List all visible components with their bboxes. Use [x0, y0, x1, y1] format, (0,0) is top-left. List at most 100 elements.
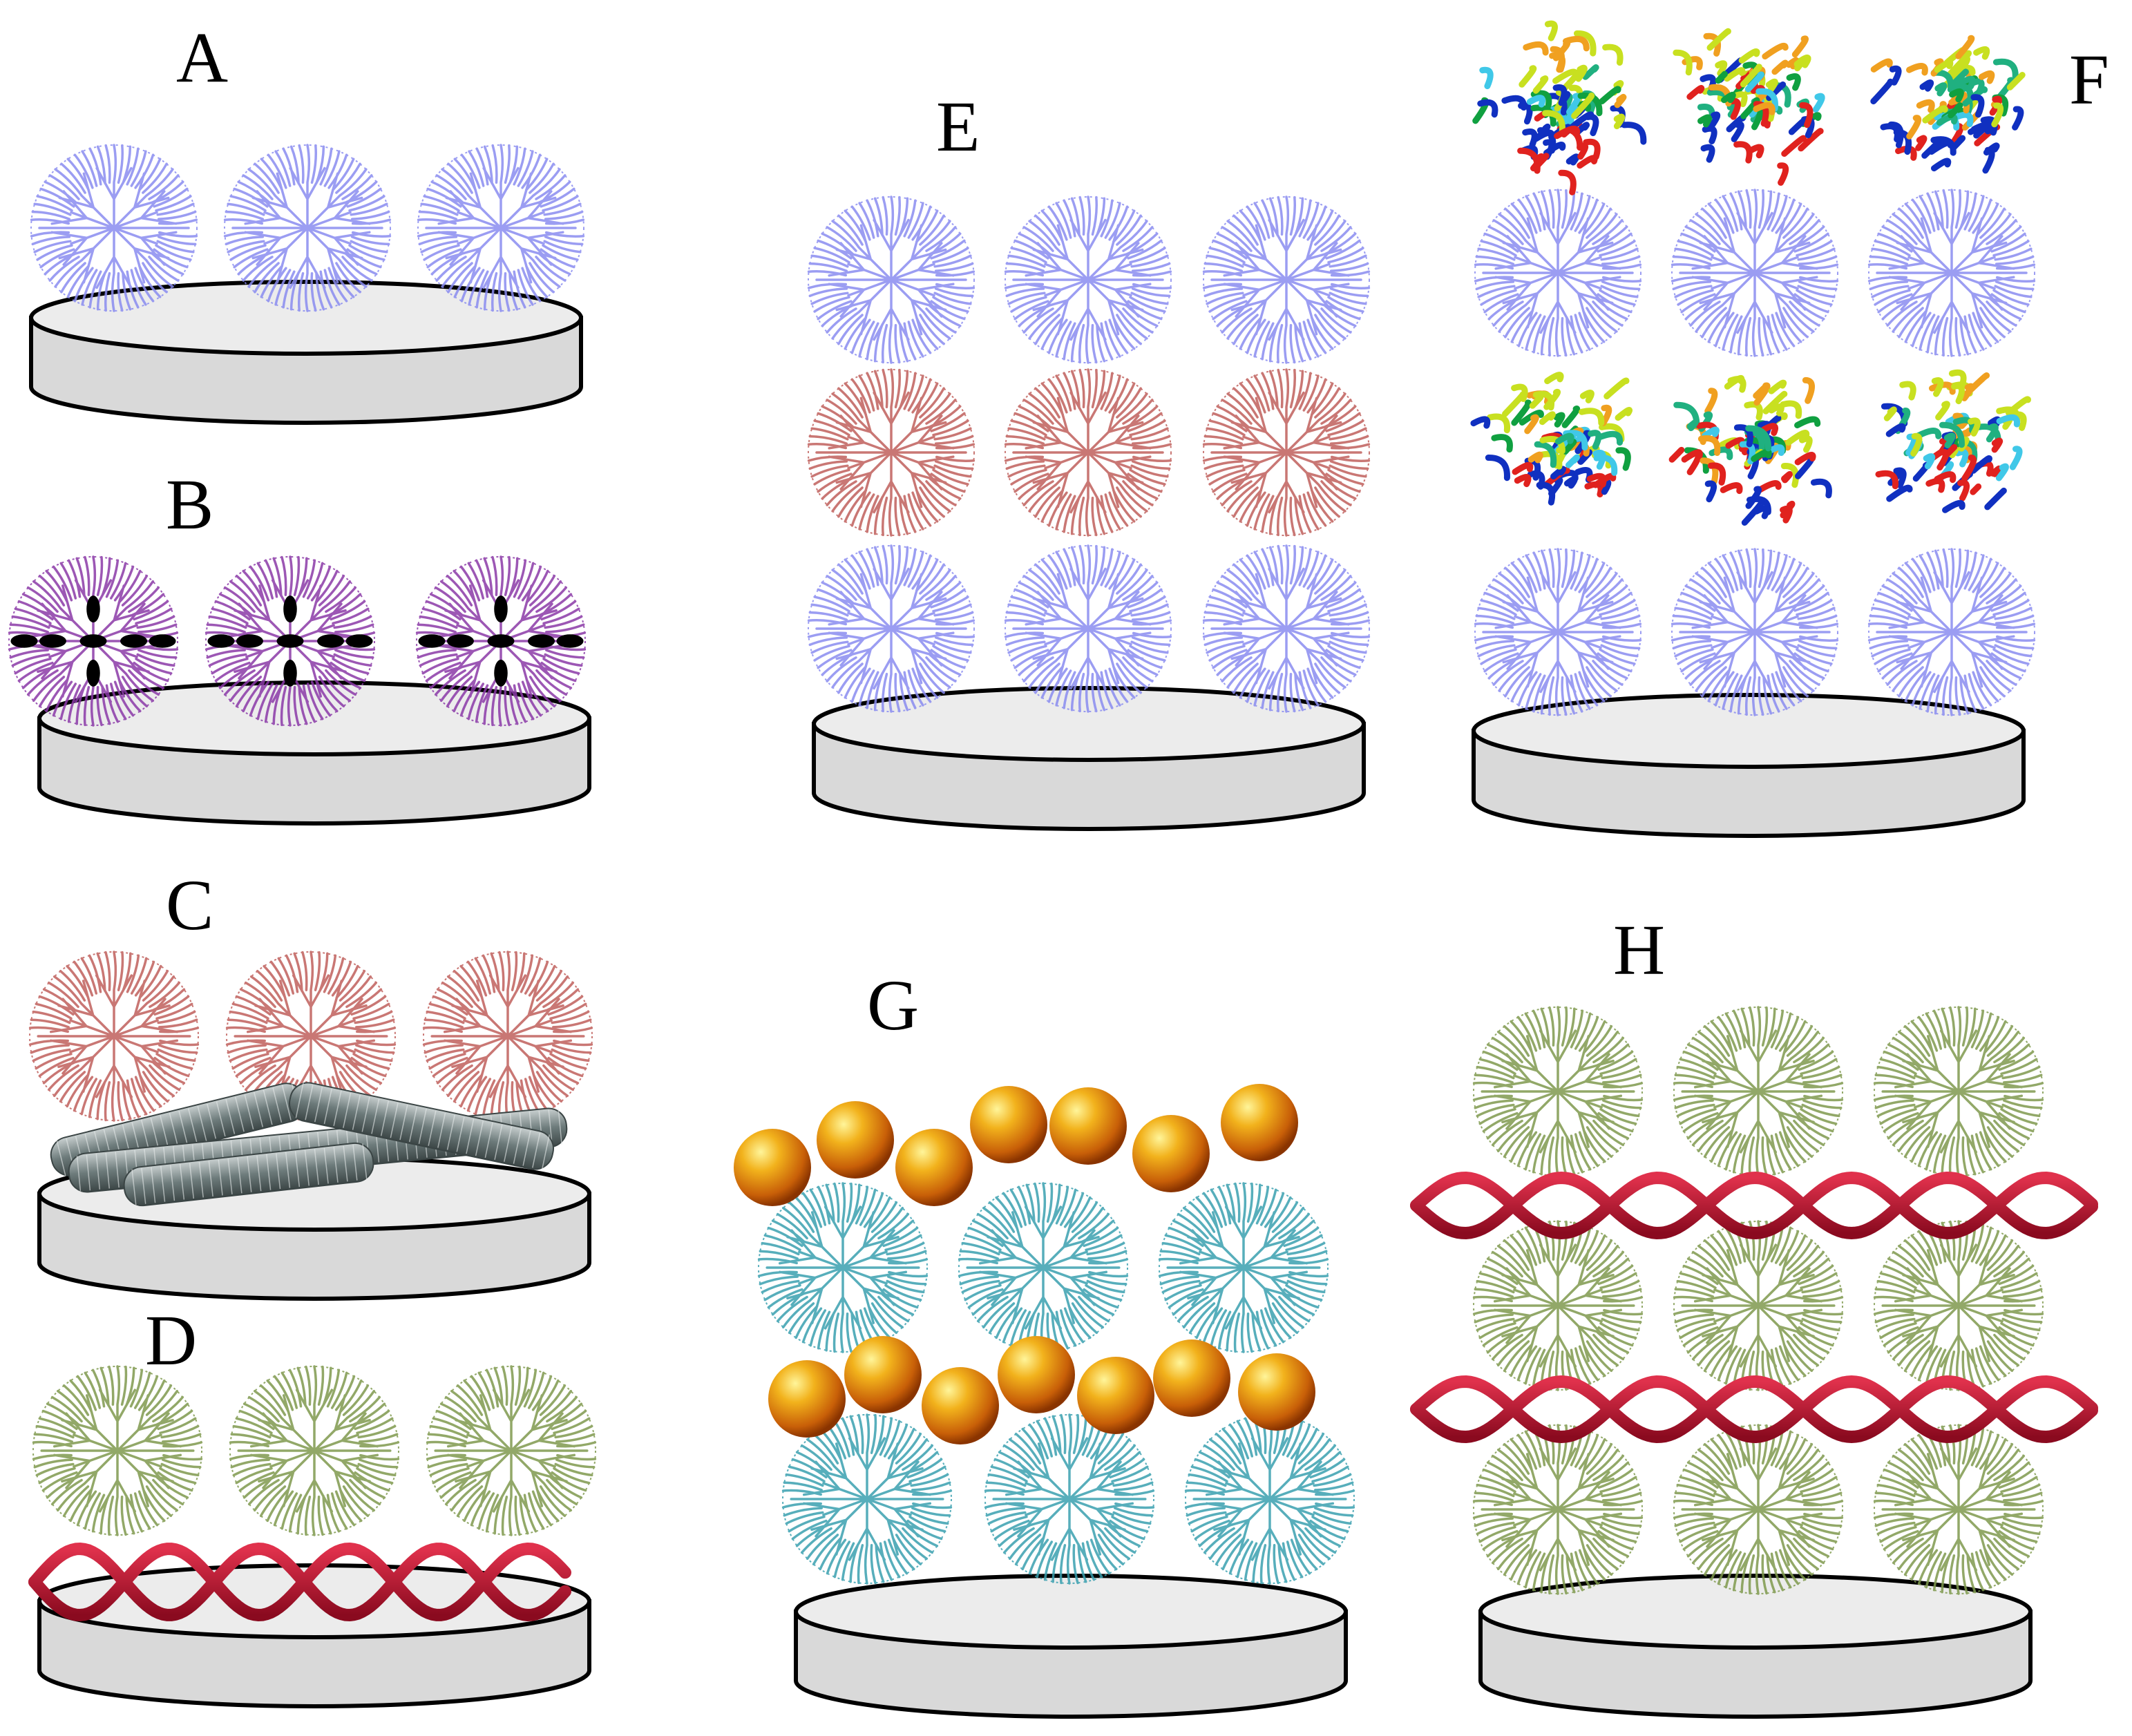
dendrimer	[223, 144, 392, 312]
panel-h-dendrimers-top	[1472, 1006, 2044, 1177]
panel-d-dendrimers	[32, 1365, 597, 1536]
dendrimer	[1867, 548, 2036, 716]
guest-molecule	[418, 634, 446, 648]
gold-nanoparticle	[734, 1129, 811, 1206]
guest-molecule	[345, 634, 373, 648]
guest-molecule	[556, 634, 584, 648]
guest-molecule	[86, 659, 100, 687]
gold-nanoparticle	[768, 1360, 846, 1438]
substrates	[29, 280, 2033, 1719]
gold-nanoparticle	[922, 1367, 999, 1444]
dendrimer	[1474, 548, 1642, 716]
dendrimer	[1472, 1220, 1644, 1391]
substrate-e	[812, 686, 1366, 831]
guest-molecule	[10, 634, 38, 648]
carbon-nanotube	[123, 1142, 374, 1207]
dendrimer	[807, 544, 975, 713]
panel-f-dendrimers-lower	[1474, 548, 2036, 716]
gold-nanoparticle	[817, 1101, 894, 1179]
dendrimer	[1673, 1424, 1844, 1595]
dendrimer	[28, 951, 200, 1122]
panel-h-dendrimers-bottom	[1472, 1424, 2044, 1595]
guest-molecule	[283, 595, 297, 623]
panel-c-dendrimers	[28, 951, 593, 1122]
dendrimer	[1474, 189, 1642, 357]
panel-label-a: A	[176, 18, 228, 97]
panel-f-dendrimers-upper	[1474, 189, 2036, 357]
panel-e-dendrimers-middle	[807, 368, 1371, 537]
carbon-nanotube	[289, 1082, 554, 1170]
panel-h-dna-upper	[1410, 1171, 2098, 1240]
dendrimer	[1472, 1424, 1644, 1595]
panel-label-c: C	[166, 866, 213, 945]
panel-label-g: G	[867, 966, 919, 1045]
dendrimer	[1873, 1006, 2044, 1177]
dendrimer	[1004, 195, 1172, 364]
dendrimer	[1202, 368, 1371, 537]
panel-b-dendrimers	[8, 555, 587, 727]
substrate-c	[37, 1156, 591, 1301]
guest-molecule	[528, 634, 555, 648]
guest-molecule	[317, 634, 345, 648]
dna-strand	[1410, 1375, 2098, 1444]
dendrimer	[1184, 1413, 1355, 1585]
dendrimer	[807, 368, 975, 537]
gold-nanoparticle	[844, 1336, 922, 1413]
gold-nanoparticle	[1221, 1084, 1298, 1161]
gold-nanoparticle	[1132, 1115, 1210, 1192]
guest-molecule	[276, 634, 304, 648]
guest-molecule	[494, 659, 508, 687]
dendrimer	[1202, 195, 1371, 364]
panel-e-dendrimers-bottom	[807, 544, 1371, 713]
gold-nanoparticle	[1153, 1339, 1230, 1417]
dendrimer	[8, 555, 179, 727]
dendrimer	[1673, 1220, 1844, 1391]
dendrimer	[30, 144, 198, 312]
guest-molecule	[39, 634, 66, 648]
dendrimer	[204, 555, 376, 727]
panel-label-d: D	[145, 1301, 197, 1380]
dendrimer	[757, 1182, 929, 1353]
dendrimer	[1004, 544, 1172, 713]
dendrimer	[415, 555, 587, 727]
dendrimer	[417, 144, 585, 312]
guest-molecule	[79, 634, 107, 648]
guest-molecule	[120, 634, 148, 648]
protein	[1472, 20, 1647, 195]
protein	[1870, 35, 2026, 174]
guest-molecule	[487, 634, 515, 648]
panel-h-dna-lower	[1410, 1375, 2098, 1444]
panel-label-b: B	[166, 465, 213, 544]
panel-label-f: F	[2069, 40, 2109, 120]
guest-molecule	[86, 595, 100, 623]
dendrimer	[807, 195, 975, 364]
gold-nanoparticle	[998, 1336, 1075, 1413]
protein	[1470, 372, 1633, 506]
gold-nanoparticle	[1049, 1087, 1127, 1165]
substrate-f	[1472, 693, 2026, 838]
dendrimer	[781, 1413, 953, 1585]
dendrimer	[1671, 189, 1839, 357]
dendrimer	[984, 1413, 1155, 1585]
dendrimer	[958, 1182, 1129, 1353]
guest-molecule	[446, 634, 474, 648]
protein	[1875, 369, 2031, 513]
guest-molecule	[283, 659, 297, 687]
dendrimer	[1472, 1006, 1644, 1177]
panel-g-gold-upper	[734, 1084, 1298, 1206]
panel-g-dendrimers-upper	[757, 1182, 1329, 1353]
dna-strand	[1410, 1171, 2098, 1240]
guest-molecule	[494, 595, 508, 623]
panel-d-dna	[28, 1542, 571, 1622]
dna-strand	[1410, 1375, 2098, 1444]
dendrimer	[1202, 544, 1371, 713]
dendrimer	[426, 1365, 597, 1536]
panel-h-dendrimers-middle	[1472, 1220, 2044, 1391]
dendrimer	[1873, 1220, 2044, 1391]
panel-a-dendrimers	[30, 144, 585, 312]
guest-molecule	[149, 634, 176, 648]
dendrimer	[1673, 1006, 1844, 1177]
panel-label-h: H	[1613, 910, 1665, 990]
panel-g-gold-lower	[768, 1336, 1315, 1444]
